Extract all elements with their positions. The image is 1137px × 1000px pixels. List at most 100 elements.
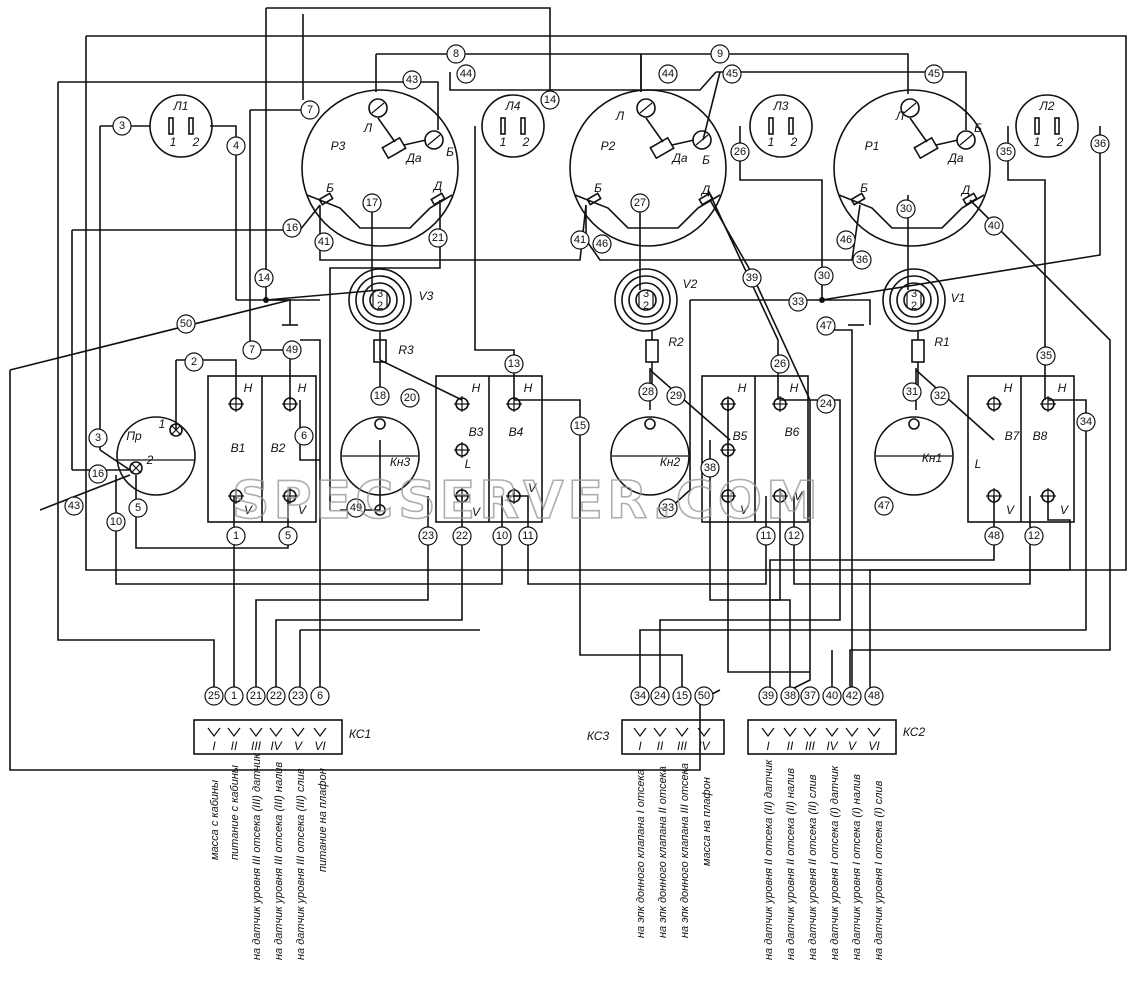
ks2-pin: III [805,739,816,753]
wire-marker: 33 [658,498,678,518]
ks2-pin: V [848,739,857,753]
svg-text:22: 22 [456,530,468,542]
svg-text:47: 47 [820,320,832,332]
svg-text:31: 31 [906,386,918,398]
svg-text:42: 42 [846,690,858,702]
watermark: SPECSERVER.COM [232,471,822,531]
wire-marker: 34 [630,686,650,706]
switch-block-b3-b4: Н Н В3 В4 L V V [435,375,543,523]
wire-marker: 39 [758,686,778,706]
relay-p2-label: Р2 [601,139,616,153]
relay-p2-d: Д [700,183,711,197]
svg-text:1: 1 [231,690,237,702]
svg-text:23: 23 [422,530,434,542]
lamp-l3-pin1: 1 [768,135,775,149]
wire-marker: 38 [780,686,800,706]
svg-text:40: 40 [988,220,1000,232]
ks2-desc: на датчик уровня I отсека (I) слив [873,780,885,960]
b2-v: V [298,503,307,517]
b7-v: V [1006,503,1015,517]
ks2-desc: на датчик уровня II отсека (II) слив [807,774,819,960]
fuse-pr-label: Пр [126,429,142,443]
valve-v2-label: V2 [683,277,698,291]
button-kn3-label: Кн3 [390,455,411,469]
wire-marker: 10 [492,526,512,546]
wire-marker: 11 [756,526,776,546]
switch-block-b5-b6: Н Н В5 В6 V V [701,375,809,523]
svg-text:26: 26 [774,358,786,370]
ks1-desc: масса с кабины [209,780,221,860]
ks3-label: КС3 [587,729,610,743]
svg-text:20: 20 [404,392,416,404]
lamp-l2-pin1: 1 [1034,135,1041,149]
svg-text:33: 33 [662,502,674,514]
wire-marker: 45 [722,64,742,84]
svg-text:39: 39 [762,690,774,702]
svg-text:34: 34 [1080,416,1092,428]
wire-marker: 48 [984,526,1004,546]
valve-v3-pin3: 3 [377,288,383,300]
ks3-desc: на эпк донного клапана I отсека [635,769,647,938]
ks1-pin: I [212,739,216,753]
relay-p1-b-top: Б [974,121,982,135]
switch-b8-label: В8 [1033,429,1048,443]
svg-text:25: 25 [208,690,220,702]
relay-p1-label: Р1 [865,139,880,153]
svg-text:50: 50 [698,690,710,702]
wire-marker: 24 [650,686,670,706]
wire-marker: 16 [282,218,302,238]
svg-text:46: 46 [596,238,608,250]
valve-v1-label: V1 [951,291,966,305]
svg-text:17: 17 [366,197,378,209]
relay-p1-b: Б [860,181,868,195]
b1-h: Н [244,381,253,395]
wire-marker: 29 [666,386,686,406]
ks2-pin: IV [826,739,838,753]
svg-text:37: 37 [804,690,816,702]
switch-block-b7-b8: Н Н В7 В8 L V V [967,375,1075,523]
relay-p3-b: Б [326,181,334,195]
fuse-pr-pin2: 2 [146,453,154,467]
switch-b4-label: В4 [509,425,524,439]
wire-number-markers: 3 4 7 43 8 44 14 9 44 45 45 26 35 36 17 … [64,44,1110,706]
wire-marker: 50 [176,314,196,334]
valve-v3-label: V3 [419,289,434,303]
connector-ks2: КС2 I II III IV V VI [747,719,925,755]
svg-text:36: 36 [856,254,868,266]
fuse-pr-pin1: 1 [159,417,166,431]
relay-p3-b-top: Б [446,145,454,159]
wire-marker: 41 [314,232,334,252]
wire-marker: 35 [1036,346,1056,366]
svg-text:3: 3 [95,432,101,444]
junction-dots [263,297,825,303]
ks1-pin: VI [314,739,326,753]
ks3-desc: на эпк донного клапана III отсека [679,763,691,938]
ks1-label: КС1 [349,727,371,741]
fuse-pr: Пр 1 2 [116,416,196,496]
svg-text:3: 3 [119,120,125,132]
wire-marker: 13 [504,354,524,374]
button-kn3: Кн3 [340,416,420,516]
svg-text:50: 50 [180,318,192,330]
ks3-pin: IV [698,739,710,753]
wire-marker: 43 [402,70,422,90]
wire-marker: 42 [842,686,862,706]
connector-ks1: КС1 I II III IV V VI [193,719,371,755]
wire-marker: 44 [658,64,678,84]
b6-v: V [794,489,803,503]
wire-marker: 38 [700,458,720,478]
wire-marker: 17 [362,193,382,213]
wire-marker: 36 [1090,134,1110,154]
svg-text:5: 5 [135,502,141,514]
svg-text:34: 34 [634,690,646,702]
b8-v: V [1060,503,1069,517]
wire-marker: 49 [346,498,366,518]
ks2-desc: на датчик уровня II отсека (II) налив [785,768,797,960]
wire-marker: 23 [418,526,438,546]
wire-marker: 22 [452,526,472,546]
svg-text:30: 30 [818,270,830,282]
wire-marker: 34 [1076,412,1096,432]
relay-p2-da: Да [670,151,687,165]
ks3-descriptions: на эпк донного клапана I отсека на эпк д… [635,763,713,938]
